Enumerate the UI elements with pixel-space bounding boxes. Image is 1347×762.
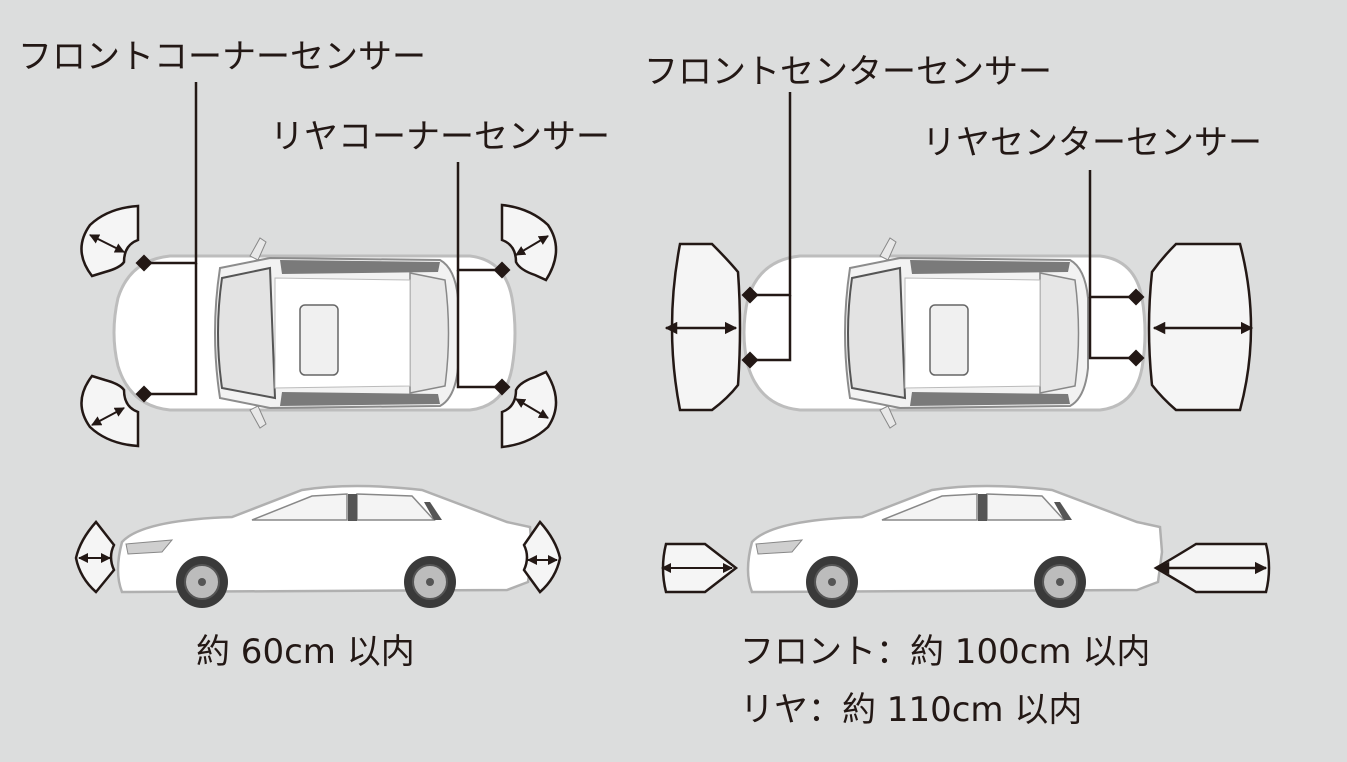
rear-left-corner-zone: [500, 203, 558, 282]
rear-corner-sensor-label: リヤコーナーセンサー: [270, 117, 610, 157]
rear-corner-leader-lines: [456, 162, 502, 389]
rear-center-leader-lines: [1088, 170, 1136, 360]
side-front-corner-zone: [74, 520, 116, 594]
front-left-corner-zone: [80, 204, 140, 278]
rear-center-sensor-label: リヤセンターセンサー: [922, 123, 1262, 163]
sensor-marker: [493, 261, 511, 279]
side-front-center-zone: [661, 542, 739, 594]
front-right-corner-zone: [80, 374, 140, 448]
side-view-car-right: [746, 484, 1164, 610]
top-view-car-right: [742, 236, 1147, 430]
sensor-marker: [135, 254, 153, 272]
rear-center-range-caption: リヤ：約 110cm 以内: [740, 690, 1083, 730]
corner-sensor-markers: [135, 254, 511, 403]
side-rear-center-zone: [1153, 542, 1271, 594]
front-corner-leader-lines: [144, 82, 198, 396]
side-view-car-left: [116, 484, 534, 610]
front-center-sensor-label: フロントセンターセンサー: [644, 52, 1052, 92]
front-corner-sensor-label: フロントコーナーセンサー: [18, 37, 426, 77]
corner-range-caption: 約 60cm 以内: [196, 632, 415, 672]
side-rear-corner-zone: [522, 519, 562, 594]
sensor-marker: [741, 286, 759, 304]
sensor-marker: [135, 385, 153, 403]
rear-center-zone: [1147, 242, 1254, 412]
front-center-leader-lines: [750, 92, 792, 362]
front-center-zone: [664, 242, 742, 412]
sensor-marker: [741, 351, 759, 369]
front-center-range-caption: フロント：約 100cm 以内: [740, 632, 1151, 672]
rear-right-corner-zone: [500, 370, 558, 449]
sensor-marker: [493, 378, 511, 396]
top-view-car-left: [112, 236, 517, 430]
